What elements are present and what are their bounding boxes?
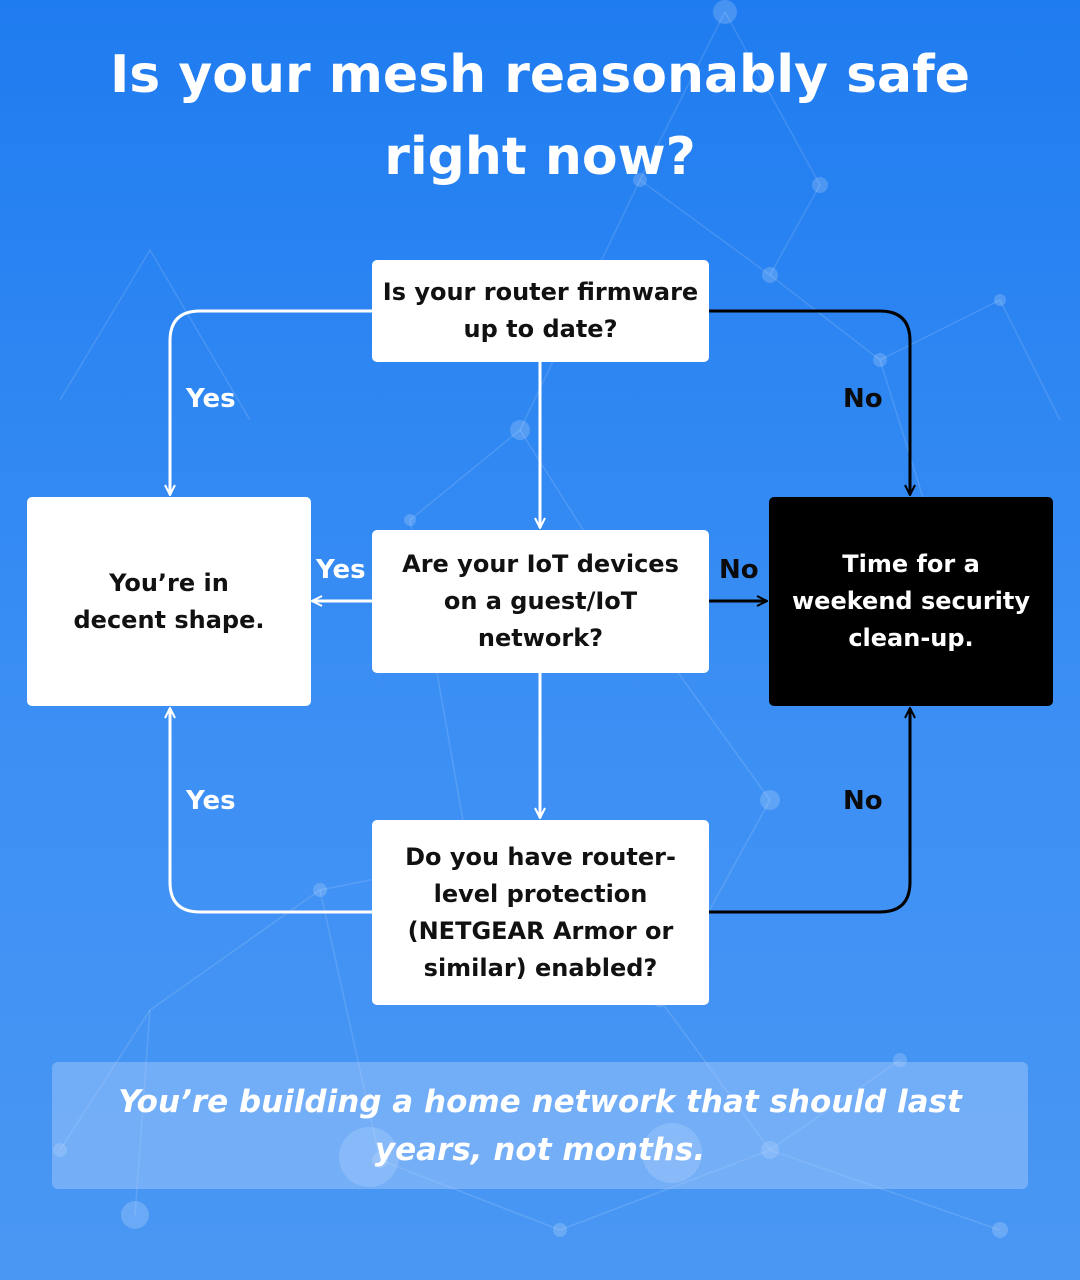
node-cleanup-text: Time for a weekend security clean-up. bbox=[792, 550, 1030, 652]
page-title: Is your mesh reasonably safe right now? bbox=[109, 45, 971, 187]
label-firmware-yes: Yes bbox=[186, 384, 236, 414]
node-protection-question: Do you have router-level protection (NET… bbox=[372, 820, 709, 1005]
label-protection-yes: Yes bbox=[186, 786, 236, 816]
node-decent-shape-outcome: You’re in decent shape. bbox=[27, 497, 311, 706]
label-iot-yes: Yes bbox=[316, 555, 366, 585]
edge-protection-yes bbox=[170, 708, 372, 914]
edge-firmware-yes bbox=[170, 309, 372, 495]
footer-banner: You’re building a home network that shou… bbox=[52, 1062, 1028, 1189]
footer-text: You’re building a home network that shou… bbox=[118, 1083, 962, 1168]
node-decent-text: You’re in decent shape. bbox=[73, 568, 265, 634]
edge-protection-no bbox=[709, 708, 910, 914]
node-cleanup-outcome: Time for a weekend security clean-up. bbox=[769, 497, 1053, 706]
node-firmware-question: Is your router firmware up to date? bbox=[372, 260, 709, 362]
label-iot-no: No bbox=[719, 555, 759, 585]
node-iot-question: Are your IoT devices on a guest/IoT netw… bbox=[372, 530, 709, 673]
label-firmware-no: No bbox=[843, 384, 883, 414]
node-protection-text: Do you have router-level protection (NET… bbox=[405, 842, 676, 982]
node-iot-text: Are your IoT devices on a guest/IoT netw… bbox=[402, 550, 679, 652]
edge-firmware-no bbox=[709, 309, 910, 495]
node-firmware-text: Is your router firmware up to date? bbox=[382, 278, 699, 343]
label-protection-no: No bbox=[843, 786, 883, 816]
